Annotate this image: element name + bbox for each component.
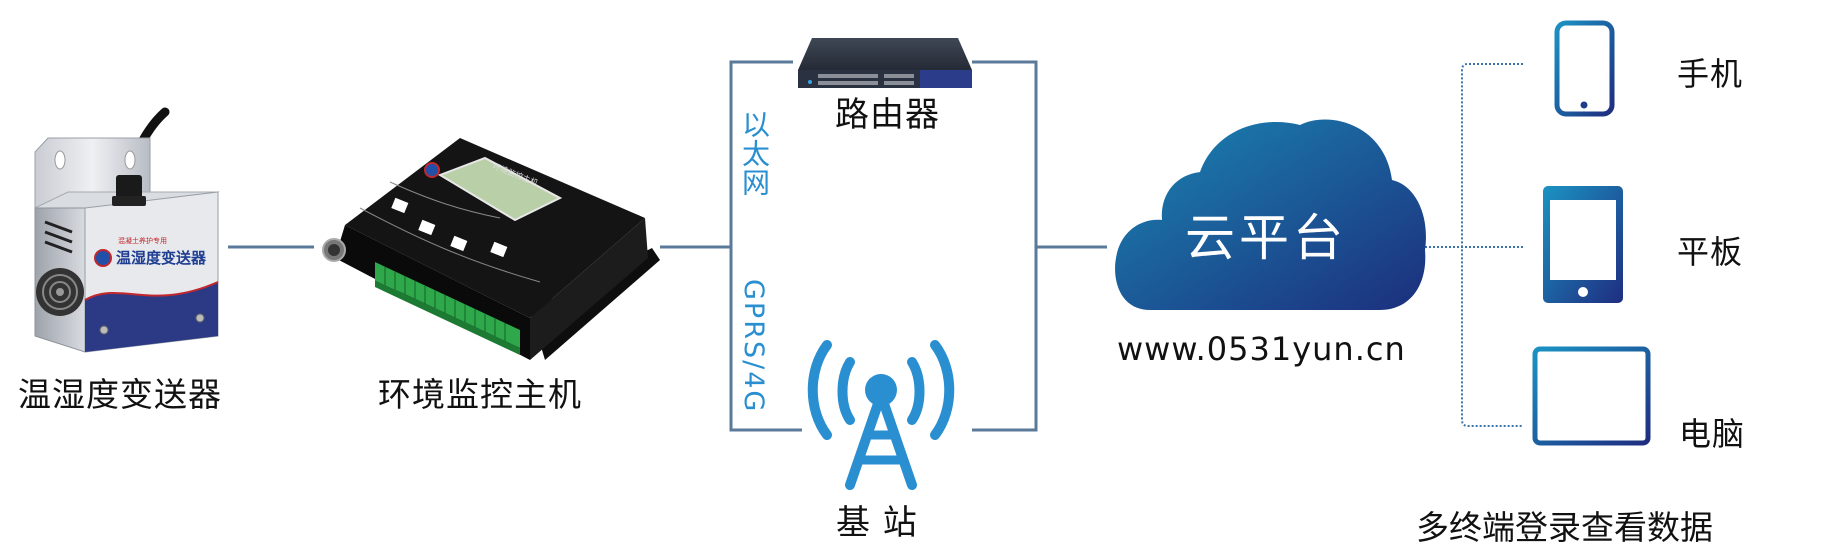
cloud-shape bbox=[1115, 119, 1426, 311]
cloud-url: www.0531yun.cn bbox=[1117, 330, 1406, 368]
tablet-icon bbox=[1543, 186, 1623, 303]
sensor-label: 温湿度变送器 bbox=[18, 375, 222, 414]
connectors bbox=[228, 60, 1107, 432]
terminal-label-tablet: 平板 bbox=[1677, 233, 1744, 271]
cellular-link-label: GPRS/4G bbox=[738, 279, 769, 414]
bracket-left bbox=[729, 60, 802, 432]
terminals-caption: 多终端登录查看数据 bbox=[1416, 508, 1713, 547]
cell-tower-icon bbox=[807, 340, 955, 490]
terminal-label-computer: 电脑 bbox=[1679, 415, 1746, 453]
ethernet-link-label: 以太网 bbox=[738, 110, 771, 197]
smartphone-icon bbox=[1554, 20, 1615, 117]
sensor-brand-subtext: 混凝土养护专用 bbox=[118, 236, 167, 245]
bracket-right bbox=[972, 60, 1038, 432]
host-device-image: 环境监控主机 bbox=[322, 138, 660, 360]
terminal-bus bbox=[1461, 63, 1523, 427]
sensor-device-image: 混凝土养护专用 温湿度变送器 bbox=[34, 107, 220, 353]
sensor-brand-text: 温湿度变送器 bbox=[116, 249, 207, 267]
terminal-connectors bbox=[1425, 63, 1523, 427]
cloud-label: 云平台 bbox=[1185, 209, 1347, 267]
terminal-label-phone: 手机 bbox=[1677, 55, 1744, 93]
router-device-image bbox=[798, 38, 972, 88]
host-label: 环境监控主机 bbox=[378, 375, 582, 414]
monitor-icon bbox=[1532, 346, 1651, 469]
tower-label: 基 站 bbox=[836, 503, 918, 543]
router-label: 路由器 bbox=[835, 95, 940, 135]
